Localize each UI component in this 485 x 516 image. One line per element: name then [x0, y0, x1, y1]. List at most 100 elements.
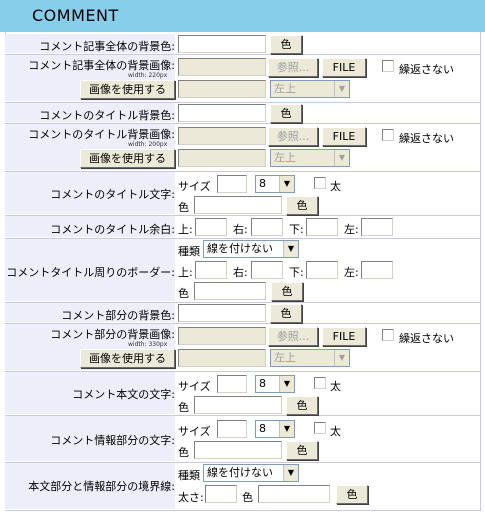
- part-position-value: 左上: [274, 351, 296, 364]
- title-size-select[interactable]: 8▼: [255, 175, 295, 193]
- border-top-input[interactable]: [195, 261, 227, 279]
- line-type-value: 線を付けない: [207, 466, 273, 479]
- title-bg-color-button[interactable]: 色: [270, 104, 302, 123]
- section-title: COMMENT: [32, 6, 119, 25]
- info-size-input[interactable]: [217, 420, 247, 438]
- title-image-browse-button[interactable]: 参照...: [268, 127, 318, 146]
- title-use-image-button[interactable]: 画像を使用する: [80, 149, 175, 168]
- line-type-select[interactable]: 線を付けない ▼: [203, 464, 299, 482]
- info-bold-label: 太: [330, 425, 341, 438]
- label-border-line: 本文部分と情報部分の境界線:: [28, 480, 175, 493]
- part-image-path-input[interactable]: [178, 327, 266, 345]
- margin-right-input[interactable]: [251, 218, 283, 236]
- body-color-input[interactable]: [194, 396, 282, 414]
- chevron-down-icon: ▼: [283, 465, 298, 481]
- margin-left-label: 左:: [344, 223, 359, 236]
- title-color-button[interactable]: 色: [286, 196, 318, 215]
- chevron-down-icon: ▼: [334, 350, 349, 366]
- row-divider: [5, 415, 481, 416]
- bg-color-button[interactable]: 色: [270, 35, 302, 54]
- label-info-text: コメント情報部分の文字:: [50, 434, 175, 447]
- row-divider: [5, 238, 481, 239]
- body-size-select[interactable]: 8▼: [255, 375, 295, 393]
- margin-bottom-input[interactable]: [306, 218, 338, 236]
- border-top-label: 上:: [178, 266, 193, 279]
- part-no-repeat-checkbox[interactable]: [382, 329, 394, 341]
- label-cell: [5, 103, 175, 123]
- info-size-label: サイズ: [178, 425, 211, 438]
- border-bottom-label: 下:: [289, 266, 304, 279]
- bg-no-repeat-checkbox[interactable]: [382, 60, 394, 72]
- title-no-repeat-checkbox[interactable]: [382, 129, 394, 141]
- title-position-value: 左上: [274, 151, 296, 164]
- info-bold-checkbox[interactable]: [314, 422, 326, 434]
- bg-position-value: 左上: [274, 82, 296, 95]
- bg-color-input[interactable]: [178, 35, 266, 53]
- part-bg-color-input[interactable]: [178, 304, 266, 322]
- margin-bottom-label: 下:: [289, 223, 304, 236]
- chevron-down-icon: ▼: [334, 150, 349, 166]
- bg-image-path-input[interactable]: [178, 58, 266, 76]
- title-bold-checkbox[interactable]: [314, 177, 326, 189]
- title-image-path-input[interactable]: [178, 127, 266, 145]
- info-color-button[interactable]: 色: [286, 441, 318, 460]
- title-size-value: 8: [259, 177, 266, 190]
- margin-right-label: 右:: [233, 223, 248, 236]
- chevron-down-icon: ▼: [334, 81, 349, 97]
- chevron-down-icon: ▼: [279, 376, 294, 392]
- border-color-input[interactable]: [194, 282, 266, 300]
- label-cell: [5, 372, 175, 415]
- label-part-bg-color: コメント部分の背景色:: [61, 309, 175, 322]
- line-color-button[interactable]: 色: [336, 485, 368, 504]
- title-color-input[interactable]: [194, 196, 282, 214]
- line-color-label: 色: [242, 491, 253, 504]
- margin-left-input[interactable]: [361, 218, 393, 236]
- border-color-button[interactable]: 色: [271, 282, 303, 301]
- bg-position-select[interactable]: 左上 ▼: [270, 80, 350, 98]
- label-title-bg-color: コメントのタイトル背景色:: [39, 109, 175, 122]
- row-divider: [5, 371, 481, 372]
- margin-top-input[interactable]: [195, 218, 227, 236]
- label-title-border: コメントタイトル周りのボーダー:: [6, 266, 175, 279]
- part-use-image-button[interactable]: 画像を使用する: [80, 349, 175, 368]
- label-title-bg-image: コメントのタイトル背景画像:: [28, 128, 175, 141]
- info-color-input[interactable]: [194, 441, 282, 459]
- part-image-preview: [178, 349, 266, 367]
- part-image-file-button[interactable]: FILE: [322, 327, 366, 346]
- bg-image-preview: [178, 80, 266, 98]
- border-bottom-input[interactable]: [306, 261, 338, 279]
- body-color-button[interactable]: 色: [286, 396, 318, 415]
- title-image-preview: [178, 149, 266, 167]
- info-size-select[interactable]: 8▼: [255, 420, 295, 438]
- row-divider: [5, 215, 481, 216]
- body-size-input[interactable]: [217, 375, 247, 393]
- margin-top-label: 上:: [178, 223, 193, 236]
- title-image-file-button[interactable]: FILE: [322, 127, 366, 146]
- label-part-bg-image: コメント部分の背景画像:: [50, 328, 175, 341]
- body-bold-checkbox[interactable]: [314, 377, 326, 389]
- border-type-value: 線を付けない: [207, 242, 273, 255]
- border-right-input[interactable]: [251, 261, 283, 279]
- part-bg-color-button[interactable]: 色: [270, 304, 302, 323]
- bg-image-file-button[interactable]: FILE: [322, 58, 366, 77]
- label-cell: [5, 416, 175, 462]
- bg-image-browse-button[interactable]: 参照...: [268, 58, 318, 77]
- title-size-input[interactable]: [217, 175, 247, 193]
- label-cell: [5, 463, 175, 510]
- part-position-select[interactable]: 左上 ▼: [270, 349, 350, 367]
- row-divider: [5, 323, 481, 324]
- border-left-input[interactable]: [361, 261, 393, 279]
- chevron-down-icon: ▼: [283, 241, 298, 257]
- line-color-input[interactable]: [258, 485, 330, 503]
- chevron-down-icon: ▼: [279, 176, 294, 192]
- border-left-label: 左:: [344, 266, 359, 279]
- border-color-label: 色: [178, 287, 189, 300]
- line-thickness-input[interactable]: [205, 485, 237, 503]
- border-type-select[interactable]: 線を付けない ▼: [203, 240, 299, 258]
- bg-use-image-button[interactable]: 画像を使用する: [80, 80, 175, 99]
- part-image-browse-button[interactable]: 参照...: [268, 327, 318, 346]
- title-bg-color-input[interactable]: [178, 104, 266, 122]
- row-divider: [5, 123, 481, 124]
- title-position-select[interactable]: 左上 ▼: [270, 149, 350, 167]
- row-divider: [5, 54, 481, 55]
